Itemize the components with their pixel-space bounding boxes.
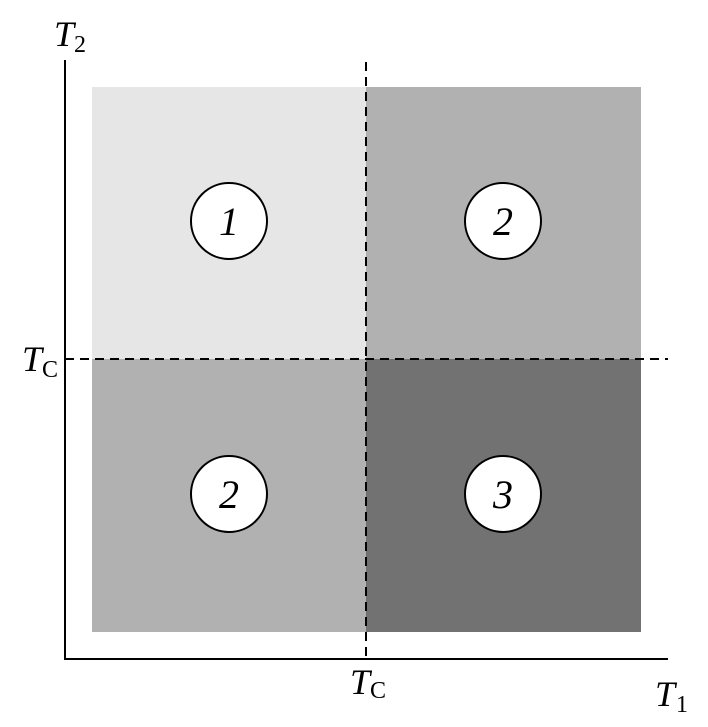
region-number: 2 <box>219 472 239 517</box>
y-tick-subscript: C <box>42 357 58 383</box>
region-number: 1 <box>219 199 239 244</box>
x-axis-label: T <box>655 674 678 714</box>
y-axis-label: T <box>54 14 77 54</box>
x-tick-label: T <box>350 662 373 702</box>
y-tick-label: T <box>22 339 45 379</box>
region-number: 3 <box>492 472 513 517</box>
region-label-1: 1 <box>190 182 268 260</box>
region-label-2: 2 <box>464 182 542 260</box>
x-tick-subscript: C <box>370 678 386 704</box>
x-axis-subscript: 1 <box>676 692 688 718</box>
region-label-4: 3 <box>464 455 542 533</box>
y-axis-subscript: 2 <box>74 32 86 58</box>
region-number: 2 <box>493 199 513 244</box>
region-label-3: 2 <box>190 455 268 533</box>
